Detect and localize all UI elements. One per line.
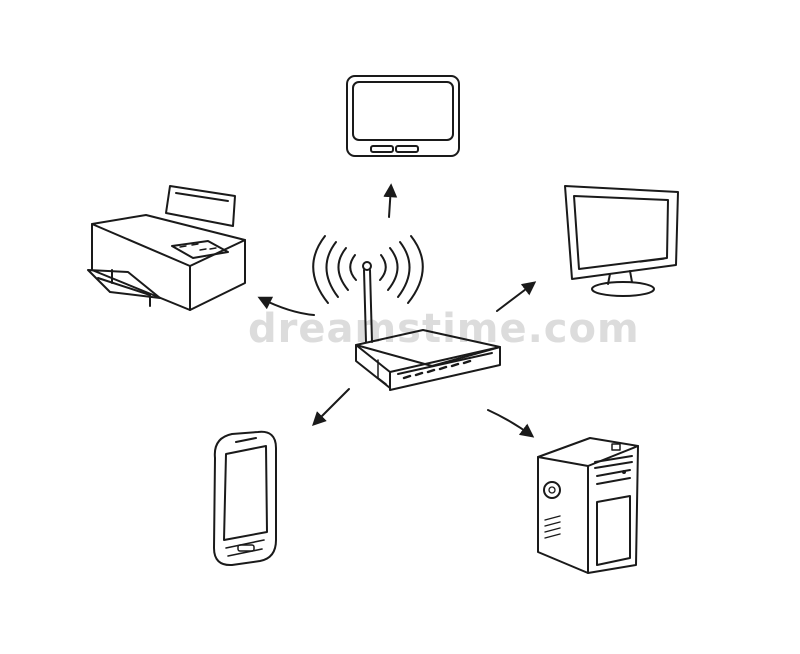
edges bbox=[257, 183, 537, 438]
edge-router-monitor bbox=[496, 281, 537, 312]
desktop-tower-icon bbox=[537, 437, 639, 574]
edge-router-tablet bbox=[383, 183, 398, 218]
wifi-router-icon bbox=[312, 235, 501, 391]
edge-router-desktop bbox=[487, 409, 535, 438]
tablet-icon bbox=[346, 75, 460, 157]
printer-icon bbox=[87, 185, 246, 311]
smartphone-icon bbox=[213, 430, 277, 567]
monitor-icon bbox=[564, 185, 679, 297]
edge-router-printer bbox=[257, 296, 315, 316]
edge-router-smartphone bbox=[312, 388, 350, 426]
